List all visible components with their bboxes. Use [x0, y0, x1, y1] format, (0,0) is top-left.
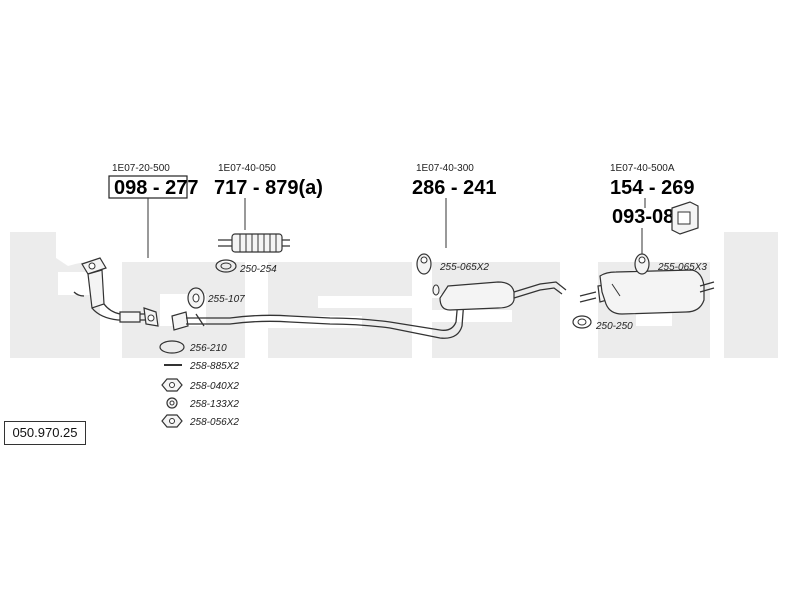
gasket-256-210-icon [159, 340, 185, 354]
accessory-258-885x2-label: 258-885X2 [189, 361, 239, 372]
part-ref-1: 1E07-20-500 [112, 163, 170, 174]
centre-silencer-icon [171, 281, 567, 339]
gasket-255-107-label: 255-107 [207, 294, 245, 305]
mount-255-065x3-icon [634, 253, 650, 275]
gasket-255-107-icon [187, 287, 205, 309]
clamp-250-254-label: 250-254 [239, 264, 277, 275]
flex-pipe-icon [218, 233, 290, 253]
diagram-number: 050.970.25 [4, 421, 86, 445]
nut-258-056-icon [161, 414, 183, 428]
front-pipe-icon [73, 257, 159, 327]
mount-255-065x3-label: 255-065X3 [657, 262, 707, 273]
part-number-2: 717 - 879(a) [214, 177, 323, 199]
washer-258-133-icon [166, 397, 178, 409]
nut-258-040-icon [161, 378, 183, 392]
part-ref-2: 1E07-40-050 [218, 163, 276, 174]
accessory-256-210-label: 256-210 [189, 343, 227, 354]
accessory-258-056x2-label: 258-056X2 [189, 417, 239, 428]
mount-on-pipe-icon [432, 284, 440, 296]
clamp-250-250-icon [572, 315, 592, 329]
part-ref-3: 1E07-40-300 [416, 163, 474, 174]
clamp-250-250-label: 250-250 [595, 321, 633, 332]
part-number-1: 098 - 277 [114, 177, 199, 199]
rear-silencer-icon [579, 269, 715, 315]
mount-255-065x2-icon [416, 253, 432, 275]
part-number-4: 154 - 269 [610, 177, 695, 199]
bracket-part-number: 093-087 [612, 206, 685, 228]
bracket-icon [671, 201, 699, 235]
clamp-250-254-icon [215, 259, 237, 273]
accessory-258-040x2-label: 258-040X2 [189, 381, 239, 392]
accessory-258-133x2-label: 258-133X2 [189, 399, 239, 410]
part-number-3: 286 - 241 [412, 177, 497, 199]
mount-255-065x2-label: 255-065X2 [439, 262, 489, 273]
part-ref-4: 1E07-40-500A [610, 163, 675, 174]
